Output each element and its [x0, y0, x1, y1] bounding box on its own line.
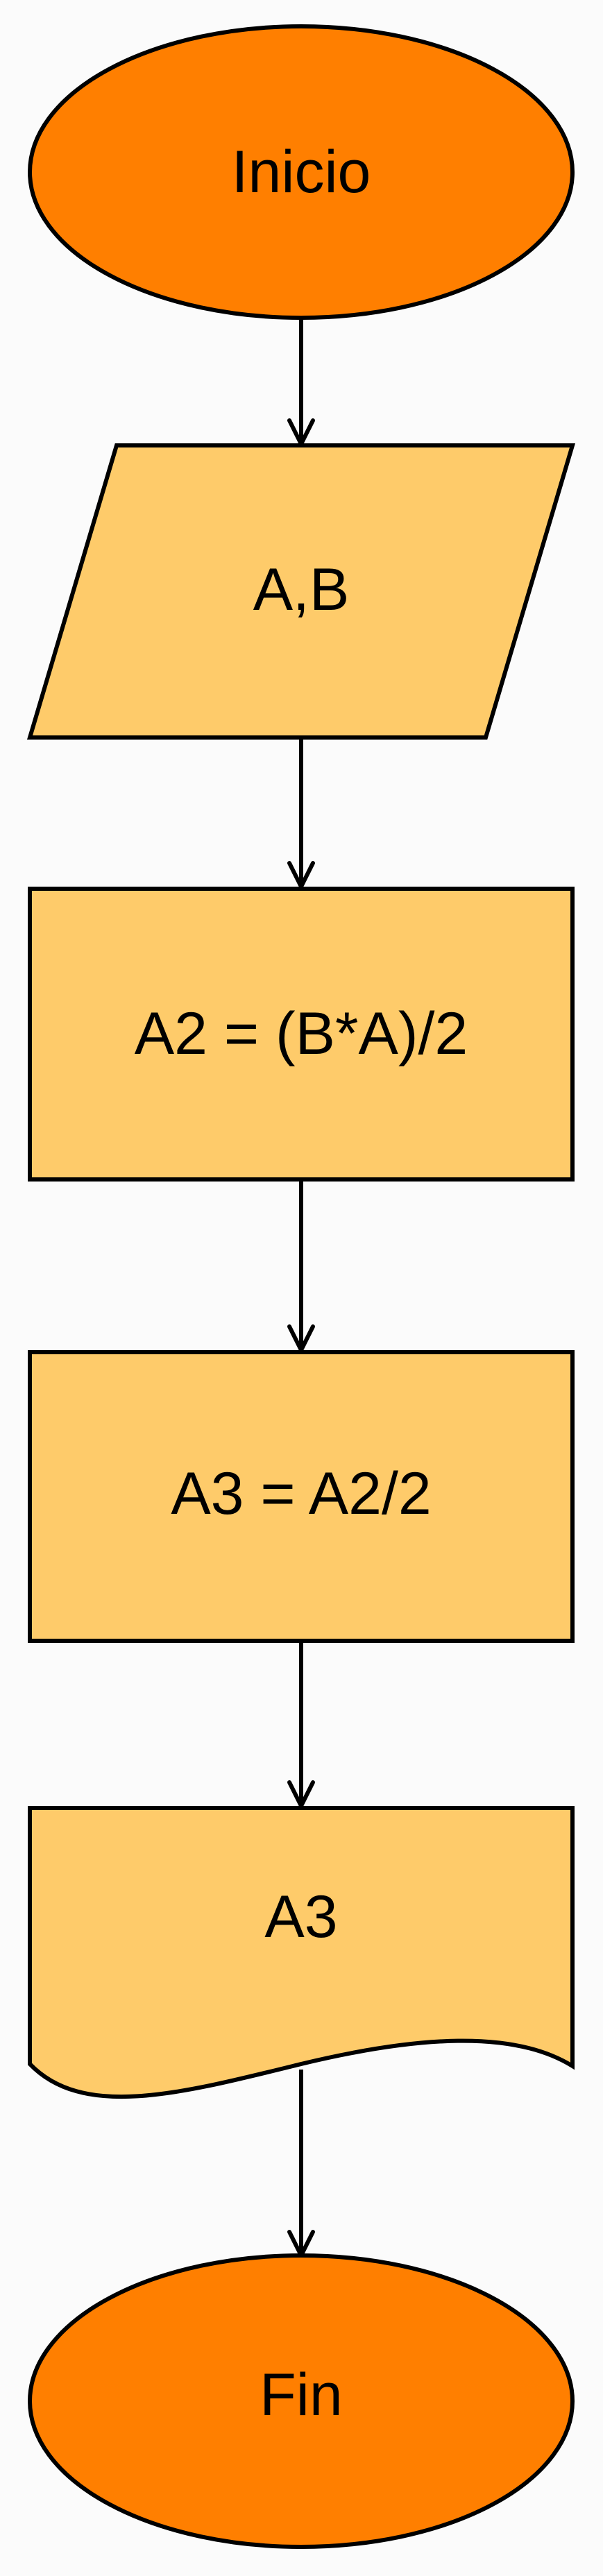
start-terminal-label: Inicio [232, 139, 371, 205]
start-terminal-shape [28, 24, 575, 320]
edge-input-to-process1 [287, 737, 315, 889]
edge-process2-to-output [287, 1641, 315, 1808]
edge-output-to-end [287, 2070, 315, 2258]
end-terminal-shape [28, 2253, 575, 2549]
output-document-label: A3 [264, 1884, 337, 1950]
start-terminal: Inicio [28, 24, 575, 320]
input-node-shape [26, 443, 576, 740]
end-terminal-label: Fin [260, 2362, 342, 2428]
process-node-2-label: A3 = A2/2 [171, 1460, 431, 1527]
process-node-2-shape [28, 1350, 575, 1643]
process-node-1-shape [28, 887, 575, 1182]
process-node-1-label: A2 = (B*A)/2 [135, 1000, 468, 1067]
process-node-1: A2 = (B*A)/2 [28, 887, 575, 1182]
edge-start-to-input [287, 318, 315, 446]
input-node-label: A,B [253, 556, 350, 623]
end-terminal: Fin [28, 2253, 575, 2549]
output-document: A3 [28, 1806, 575, 2099]
output-document-shape [28, 1806, 575, 2099]
process-node-2: A3 = A2/2 [28, 1350, 575, 1643]
edge-process1-to-process2 [287, 1179, 315, 1352]
input-node: A,B [26, 443, 576, 740]
